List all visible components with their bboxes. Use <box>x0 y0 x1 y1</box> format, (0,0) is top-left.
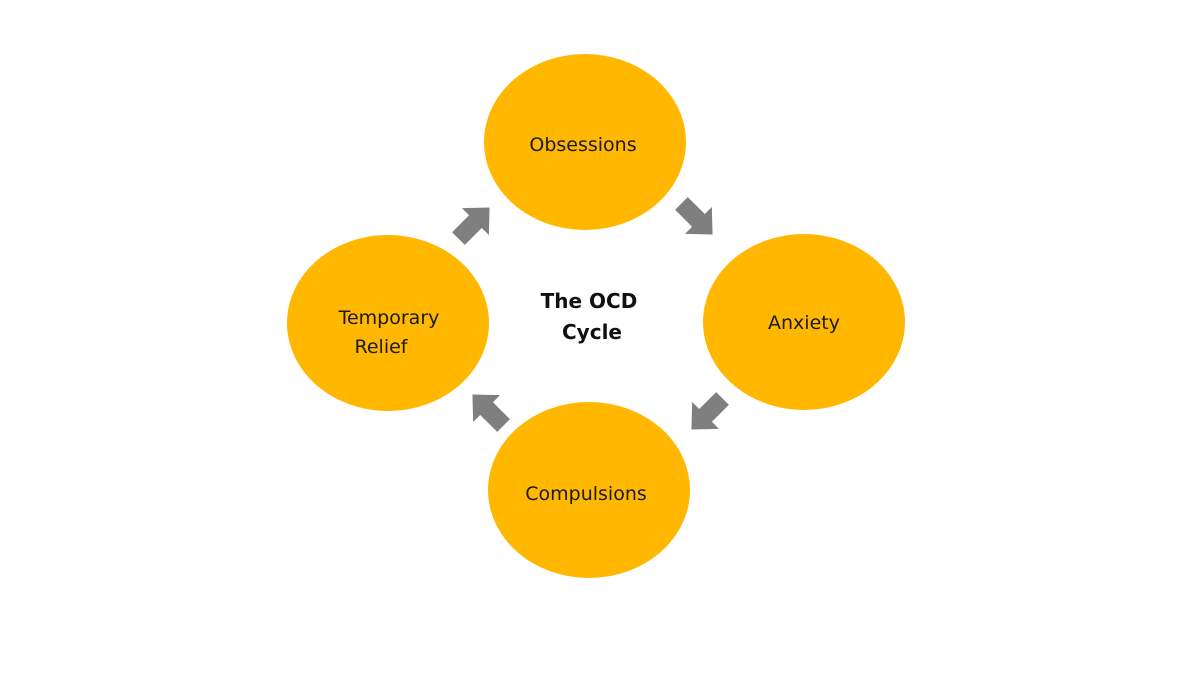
diagram-title-line1: The OCD <box>541 289 638 313</box>
compulsions-circle <box>488 402 690 578</box>
arrow-anxiety-to-compulsions <box>678 385 736 443</box>
temporary-relief-label-line2: Relief <box>355 336 409 358</box>
arrow-obsessions-to-anxiety <box>668 190 726 248</box>
stage-anxiety: Anxiety <box>703 234 905 410</box>
temporary-relief-circle <box>287 235 489 411</box>
diagram-title-line2: Cycle <box>562 320 622 344</box>
arrow-compulsions-to-relief <box>459 381 517 439</box>
obsessions-label: Obsessions <box>529 134 636 156</box>
anxiety-label: Anxiety <box>768 312 840 334</box>
compulsions-label: Compulsions <box>525 483 647 505</box>
obsessions-circle <box>484 54 686 230</box>
stage-obsessions: Obsessions <box>484 54 686 230</box>
temporary-relief-label-line1: Temporary <box>338 307 440 329</box>
stage-temporary-relief: Temporary Relief <box>287 235 489 411</box>
arrow-relief-to-obsessions <box>445 194 503 252</box>
stage-compulsions: Compulsions <box>488 402 690 578</box>
anxiety-circle <box>703 234 905 410</box>
